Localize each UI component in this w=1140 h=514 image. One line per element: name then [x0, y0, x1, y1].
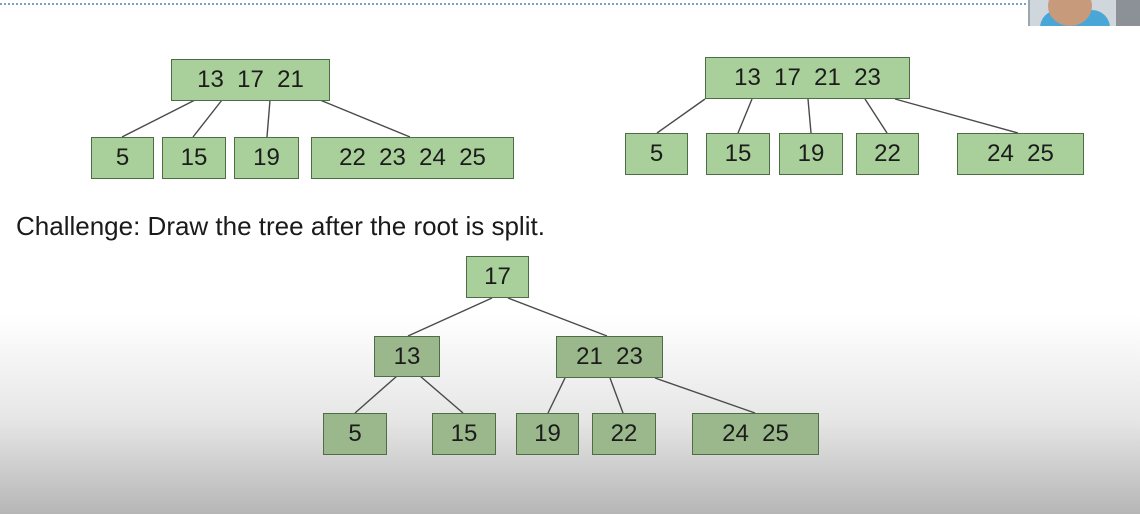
bottom-tree-leaf-node: 22 — [592, 413, 656, 455]
left-tree-child-node: 19 — [234, 137, 299, 179]
edge-bottom-root-to-21-23 — [507, 297, 608, 337]
bottom-tree-left-node: 13 — [374, 336, 440, 377]
edge-bottom-21-23-to-22 — [609, 377, 624, 414]
right-tree-child-node: 24 25 — [957, 133, 1084, 175]
right-tree-child-node: 22 — [856, 133, 919, 175]
right-tree-child-node: 19 — [779, 133, 843, 175]
edge-right-root-to-15 — [737, 98, 753, 134]
edge-right-root-to-24-25 — [894, 98, 1019, 134]
bottom-tree-leaf-node: 15 — [432, 413, 496, 455]
left-tree-child-node: 15 — [162, 137, 226, 179]
edge-left-root-to-5 — [121, 99, 196, 138]
edge-left-root-to-19 — [266, 99, 271, 138]
edge-bottom-root-to-13 — [407, 297, 493, 337]
edge-right-root-to-19 — [807, 98, 812, 134]
bottom-tree-root-node: 17 — [466, 256, 529, 298]
webcam-thumbnail — [1028, 0, 1140, 26]
bottom-tree-leaf-node: 19 — [516, 413, 579, 455]
edge-left-root-to-22-25 — [319, 99, 411, 138]
edge-bottom-13-to-5 — [354, 375, 398, 414]
edge-left-root-to-15 — [192, 99, 223, 138]
challenge-prompt: Challenge: Draw the tree after the root … — [16, 211, 545, 241]
edge-right-root-to-22 — [864, 98, 888, 134]
bottom-tree-right-node: 21 23 — [556, 336, 663, 378]
edge-right-root-to-5 — [656, 98, 706, 134]
bottom-tree-leaf-node: 24 25 — [692, 413, 819, 455]
edge-bottom-21-23-to-19 — [547, 377, 566, 414]
right-tree-child-node: 15 — [706, 133, 770, 175]
slide-top-dotted-border — [0, 3, 1030, 5]
edge-bottom-21-23-to-24-25 — [654, 377, 756, 414]
right-tree-root-node: 13 17 21 23 — [705, 57, 910, 99]
left-tree-root-node: 13 17 21 — [171, 59, 330, 101]
right-tree-child-node: 5 — [625, 133, 688, 175]
edge-bottom-13-to-15 — [419, 375, 464, 414]
left-tree-child-node: 22 23 24 25 — [311, 137, 514, 179]
bottom-tree-leaf-node: 5 — [323, 413, 387, 455]
left-tree-child-node: 5 — [91, 137, 154, 179]
